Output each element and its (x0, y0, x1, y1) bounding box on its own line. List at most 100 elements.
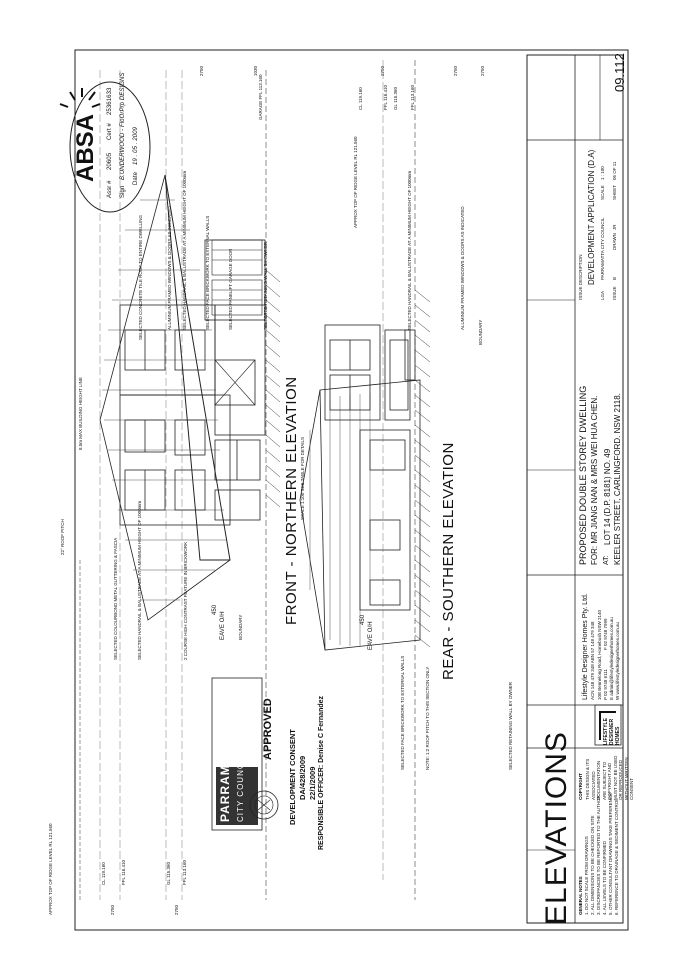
front-label: SELECTED HANDRAIL & BALUSTRADE AT A MINI… (137, 500, 142, 660)
absa-stamp (69, 81, 151, 213)
front-label: ALUMINIUM FRAMED WINDOWS & DOORS AS INDI… (167, 206, 172, 330)
general-note: 2. ALL DIMENSIONS TO BE CHECKED ON SITE (590, 815, 595, 915)
scale-label: SCALE (600, 185, 605, 200)
drawn-label: DRAWN (612, 233, 617, 250)
dim-2750-b: 2750 (174, 904, 179, 915)
absa-sign-label: Sign (120, 185, 126, 198)
council-seal-emblem (249, 790, 279, 820)
issue-label: ISSUE DESCRIPTION (578, 254, 583, 300)
consent-date: 22/1/2009 (308, 766, 317, 800)
project-client: FOR: MR JIANG NAN & MRS WEI HUA CHEN. (590, 395, 599, 565)
company-fax: F 02 9748 7999 (603, 618, 608, 650)
level-garage-ffl: GARAGE FFL 113.160 (258, 74, 263, 120)
absa-sun-icon (59, 88, 101, 108)
lga-value: PARRAMATTA CITY COUNCIL (600, 217, 605, 280)
council-subname: CITY COUNCIL (236, 753, 245, 822)
level-ridge-rear: APPROX TOP OF RIDGE LEVEL RL 121.560 (353, 136, 358, 228)
rear-label: SELECTED FACE BRICKWORK TO EXTERNAL WALL… (400, 655, 405, 770)
rear-label: NOTE: 1:2 ROOF PITCH TO THIS SECTION ONL… (425, 666, 430, 770)
council-name: PARRAMATTA (218, 730, 232, 822)
front-label: 8.5m MAX BUILDING HEIGHT LINE (78, 377, 83, 450)
company-logo (594, 704, 622, 746)
front-label: SELECTED PANELIFT GARAGE DOOR (228, 248, 233, 330)
rear-label: BOUNDARY (478, 319, 483, 345)
company-email: E admin@lifestyledesignerhomes.com.au (609, 617, 614, 700)
rear-label: SELECTED RETAINING WALL BY OWNER (508, 681, 513, 770)
sheet-value: 05 OF 11 (612, 161, 617, 180)
company-phone: P 02 9748 6111 (603, 668, 608, 700)
rear-elevation (299, 60, 431, 900)
level-ffl-g-left: FFL 113.160 (182, 859, 187, 885)
project-at-label: AT: (603, 555, 610, 565)
issue-description: DEVELOPMENT APPLICATION (D.A) (587, 149, 596, 285)
dim-2750-f: 2750 (480, 65, 485, 76)
dim-1030: 1030 (253, 65, 258, 76)
front-label: SELECTED FACE BRICKWORK TO EXTERNAL WALL… (205, 215, 210, 330)
drawn-value: JR (612, 224, 617, 231)
general-note: 1. DO NOT SCALE FROM DRAWINGS (584, 836, 589, 915)
absa-sign-value: B.UNDERWOOD - FloOrPrp DESIGNS (120, 72, 126, 180)
eave-b: EAVE O/H (368, 621, 374, 650)
dim-2750-a: 2750 (110, 904, 115, 915)
approved-label: APPROVED (262, 698, 274, 760)
rear-elevation-title: REAR - SOUTHERN ELEVATION (440, 442, 457, 680)
absa-date-value: 19 . 05 . 2009 (133, 126, 139, 165)
absa-date-label: Date (133, 171, 139, 185)
company-web: W www.lifestyledesignerhomes.com.au (615, 621, 620, 700)
absa-cert-label: Cert # (107, 123, 113, 140)
dim-2750-d: 2750 (380, 65, 385, 76)
issue-no-value: B (612, 276, 617, 280)
consent-da-number: DA/428/2009 (298, 755, 307, 800)
level-cl-front: CL 119.160 (358, 87, 363, 110)
sheet-label: SHEET (612, 184, 617, 200)
level-ffl1-front: FFL 116.410 (383, 84, 388, 110)
level-cl-left: CL 119.160 (101, 862, 106, 885)
general-note: 4. ALL LEVELS TO BE CONFIRMED (602, 841, 607, 915)
general-note: 3. DISCREPANCIES TO BE REPORTED TO THE A… (596, 795, 601, 915)
absa-cert-value: 25361633 (107, 87, 113, 116)
sheet-number: 09.112 (612, 53, 627, 92)
front-elevation-title: FRONT - NORTHERN ELEVATION (283, 376, 300, 625)
level-gl-left: GL 115.360 (166, 861, 171, 885)
company-logo-text: LIFESTYLE DESIGNER HOMES (603, 718, 621, 745)
consent-label: DEVELOPMENT CONSENT (288, 729, 297, 825)
page-title: ELEVATIONS (540, 731, 573, 925)
copyright-title: COPYRIGHT (578, 773, 583, 800)
front-label: SELECTED CONCRETE TILE ROOF TO ENTIRE DW… (138, 214, 143, 340)
scale-value: 1 : 100 (600, 166, 605, 180)
front-elevation-subtitle: SCALE 1:100 SEE TABLE FOR DETAILS (300, 436, 305, 520)
front-label: 22° ROOF PITCH (60, 519, 65, 555)
responsible-officer: RESPONSIBLE OFFICER: Denise C Fernandez (318, 695, 325, 850)
absa-assr-label: Assr # (107, 180, 113, 198)
project-lot: LOT 14 (D.P. 8181) NO. 49 (603, 448, 612, 545)
project-street: KEELER STREET, CARLINGFORD. NSW 2118. (613, 393, 622, 565)
dim-450-b: 450 (360, 614, 366, 625)
lga-label: LGA (600, 290, 605, 300)
front-label: BOUNDARY (238, 614, 243, 640)
front-label: SELECTED COLOURBOND METAL GUTTERING & FA… (113, 537, 118, 660)
level-ffl-left: FFL 116.410 (121, 859, 126, 885)
dim-450-a: 450 (212, 604, 218, 615)
level-ffl2-front: FFL 113.160 (410, 84, 415, 110)
copyright-text: THIS DESIGN & ITS ASSOCIATED DOCUMENTATI… (585, 755, 634, 800)
front-elevation (79, 70, 281, 900)
rear-label: ALUMINIUM FRAMED WINDOWS & DOORS AS INDI… (460, 206, 465, 330)
rear-label: SELECTED HANDRAIL & BALUSTRADE AT A MINI… (407, 170, 412, 330)
general-note: 5. OTHER CONSULTANT DRAWINGS TAKE PREFER… (608, 792, 613, 915)
front-label: SELECTED HANDRAIL & BALUSTRADE AT A MINI… (182, 170, 187, 330)
absa-assr-value: 20605 (107, 152, 113, 170)
sheet-border (74, 49, 629, 931)
front-label: 2 COURSE HIGH CONTRAST FEATURE IN BRICKW… (183, 541, 188, 660)
eave-a: EAVE O/H (220, 611, 226, 640)
company-name: Lifestyle Designer Homes Pty. Ltd. (582, 593, 589, 700)
general-notes-title: GENERAL NOTES (578, 876, 583, 915)
project-title: PROPOSED DOUBLE STOREY DWELLING (578, 385, 588, 565)
dim-2750-e: 2750 (453, 65, 458, 76)
company-abn: ACN 148 479 348 ABN 57 148 479 348 (590, 621, 595, 700)
level-gl-front: GL 115.360 (393, 86, 398, 110)
level-ridge-front: APPROX TOP OF RIDGE LEVEL RL 121.560 (48, 823, 53, 915)
issue-no-label: ISSUE (612, 286, 617, 300)
front-label: SELECTED RETAINING WALL BY OWNER (263, 241, 268, 330)
dim-2750-c: 2750 (199, 65, 204, 76)
